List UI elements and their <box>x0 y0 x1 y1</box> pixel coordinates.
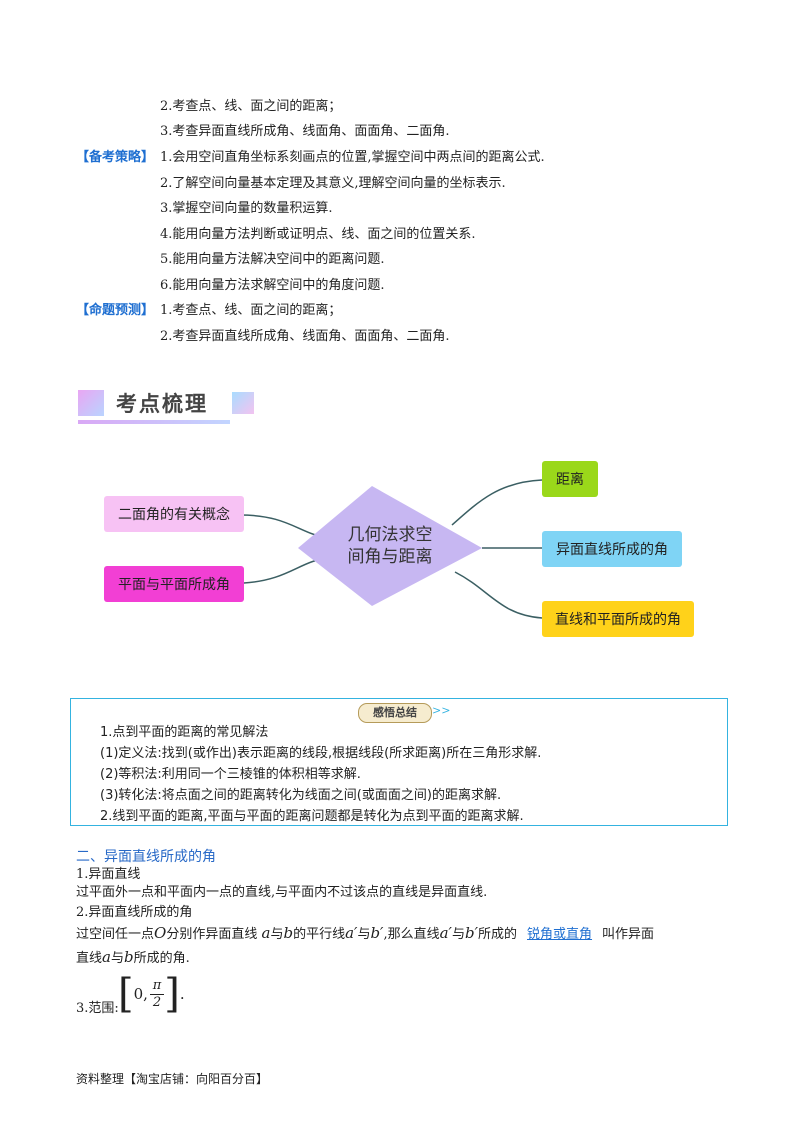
range-interval: [ 0, π 2 ] . <box>118 972 185 1016</box>
paragraph-definition: 过空间任一点O分别作异面直线 a与b的平行线a′与b′,那么直线a′与b′所成的… <box>76 924 655 942</box>
var-a-prime: a′ <box>345 924 358 942</box>
bracket-right: ] <box>164 971 180 1017</box>
mindmap-center-line: 间角与距离 <box>347 547 433 567</box>
mindmap-node-plane-plane: 平面与平面所成角 <box>104 566 244 602</box>
prediction-item: 1.考查点、线、面之间的距离； <box>160 303 342 318</box>
fraction-denominator: 2 <box>149 993 165 1011</box>
strategy-item: 4.能用向量方法判断或证明点、线、面之间的位置关系. <box>160 227 476 242</box>
subheading: 2.异面直线所成的角 <box>76 905 193 920</box>
strategy-item: 1.会用空间直角坐标系刻画点的位置,掌握空间中两点间的距离公式. <box>160 150 545 165</box>
strategy-item: 3.掌握空间向量的数量积运算. <box>160 201 333 216</box>
summary-line: 1.点到平面的距离的常见解法 <box>100 725 269 740</box>
summary-box <box>70 698 728 826</box>
subheading-range: 3.范围: <box>76 1001 119 1016</box>
footer: 资料整理【淘宝店铺：向阳百分百】 <box>76 1072 269 1086</box>
range-period: . <box>179 985 185 1003</box>
section-heading: 考点梳理 <box>78 388 268 424</box>
mindmap-node-line-plane-angle: 直线和平面所成的角 <box>542 601 694 637</box>
heading-underline <box>78 420 230 424</box>
summary-line: 2.线到平面的距离,平面与平面的距离问题都是转化为点到平面的距离求解. <box>100 809 524 824</box>
range-left: 0, <box>133 985 148 1003</box>
paragraph-definition-cont: 直线a与b所成的角. <box>76 948 190 966</box>
paragraph: 过平面外一点和平面内一点的直线,与平面内不过该点的直线是异面直线. <box>76 885 488 900</box>
strategy-tag: 【备考策略】 <box>76 150 155 165</box>
var-o: O <box>154 924 167 942</box>
var-b: b <box>123 948 134 966</box>
summary-line: (1)定义法:找到(或作出)表示距离的线段,根据线段(所求距离)所在三角形求解. <box>100 746 542 761</box>
mindmap-node-distance: 距离 <box>542 461 598 497</box>
heading-decoration <box>232 392 254 414</box>
mindmap-node-skew-angle: 异面直线所成的角 <box>542 531 682 567</box>
strategy-item: 2.了解空间向量基本定理及其意义,理解空间向量的坐标表示. <box>160 176 506 191</box>
section-heading-text: 考点梳理 <box>116 392 208 416</box>
strategy-item: 5.能用向量方法解决空间中的距离问题. <box>160 252 385 267</box>
mindmap-center-shape <box>298 486 482 606</box>
bracket-left: [ <box>118 971 134 1017</box>
mindmap-connectors <box>239 479 543 619</box>
summary-arrow: >> <box>432 704 451 717</box>
strategy-item: 6.能用向量方法求解空间中的角度问题. <box>160 278 385 293</box>
var-b: b <box>283 924 294 942</box>
summary-line: (2)等积法:利用同一个三棱锥的体积相等求解. <box>100 767 361 782</box>
summary-title: 感悟总结 <box>358 703 432 723</box>
var-a: a <box>261 924 271 942</box>
mindmap-node-dihedral: 二面角的有关概念 <box>104 496 244 532</box>
objective-3: 3.考查异面直线所成角、线面角、面面角、二面角. <box>160 124 450 139</box>
var-b-prime: b′ <box>370 924 384 942</box>
section-title: 二、异面直线所成的角 <box>76 849 216 865</box>
fill-blank-answer: 锐角或直角 <box>527 927 593 942</box>
mindmap-center-line: 几何法求空 <box>347 525 433 545</box>
mindmap-center: 几何法求空 间角与距离 <box>300 524 480 568</box>
fraction-numerator: π <box>152 977 162 993</box>
var-a: a <box>102 948 111 966</box>
var-b-prime: b′ <box>464 924 478 942</box>
var-a-prime: a′ <box>439 924 452 942</box>
prediction-tag: 【命题预测】 <box>76 303 155 318</box>
heading-decoration <box>78 390 104 416</box>
objective-2: 2.考查点、线、面之间的距离； <box>160 99 342 114</box>
prediction-item: 2.考查异面直线所成角、线面角、面面角、二面角. <box>160 329 450 344</box>
summary-line: (3)转化法:将点面之间的距离转化为线面之间(或面面之间)的距离求解. <box>100 788 502 803</box>
fraction: π 2 <box>149 977 165 1011</box>
subheading: 1.异面直线 <box>76 867 141 882</box>
